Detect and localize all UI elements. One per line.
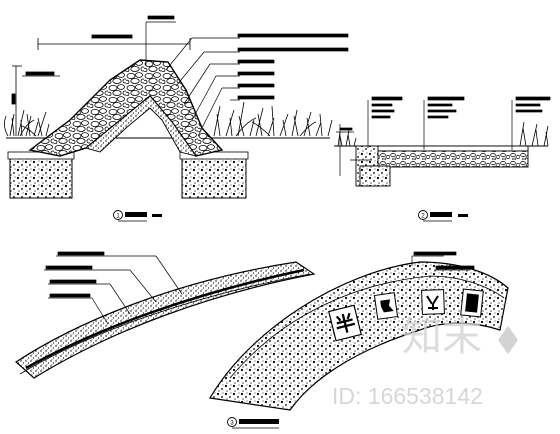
right-footing bbox=[181, 157, 247, 199]
left-arch-edge bbox=[19, 273, 311, 375]
arch-concrete-core bbox=[85, 95, 198, 157]
paving-edge-base bbox=[359, 165, 391, 187]
inscription-plaque-4 bbox=[460, 288, 484, 318]
arch-section-view: 1 bbox=[4, 15, 349, 222]
paving-section-view: 2 bbox=[334, 96, 551, 222]
left-footing bbox=[9, 157, 73, 199]
paving-dimension bbox=[336, 124, 372, 176]
watermark-logo-text: 知末 bbox=[402, 314, 482, 360]
left-height-dimension bbox=[11, 65, 60, 136]
inscription-plaque-2 bbox=[373, 292, 399, 320]
left-arch-inner-strip bbox=[25, 268, 305, 370]
left-arch-band bbox=[15, 261, 316, 379]
right-arch-top-edge bbox=[229, 275, 505, 379]
entrance-arch-view: 半 3 bbox=[15, 251, 509, 429]
svg-text:1: 1 bbox=[116, 214, 120, 220]
arch-detail-leader-callouts bbox=[44, 251, 475, 325]
top-dimension-line bbox=[37, 34, 191, 50]
paving-grass-right bbox=[519, 121, 549, 147]
svg-text:3: 3 bbox=[230, 421, 234, 427]
paving-grass-left bbox=[337, 129, 357, 147]
paving-top-layer bbox=[373, 145, 529, 152]
arch-stone-mass bbox=[28, 59, 224, 157]
entrance-arch-caption: 3 bbox=[227, 417, 279, 429]
watermark-id-text: ID: 166538142 bbox=[332, 383, 483, 409]
grass-tufts-right bbox=[213, 101, 333, 137]
grass-tufts-left bbox=[4, 109, 50, 137]
arch-section-caption: 1 bbox=[113, 210, 162, 222]
paving-leader-callouts bbox=[367, 96, 551, 150]
inscription-plaque-1: 半 bbox=[328, 304, 362, 342]
inscription-plaque-3 bbox=[421, 289, 445, 315]
watermark-logo-mark bbox=[498, 326, 518, 354]
watermark: 知末 ID: 166538142 bbox=[332, 314, 518, 409]
paving-pebble-layer bbox=[373, 150, 529, 168]
svg-text:2: 2 bbox=[421, 214, 425, 220]
paving-section-caption: 2 bbox=[418, 210, 468, 222]
arch-leader-callouts bbox=[145, 15, 349, 137]
